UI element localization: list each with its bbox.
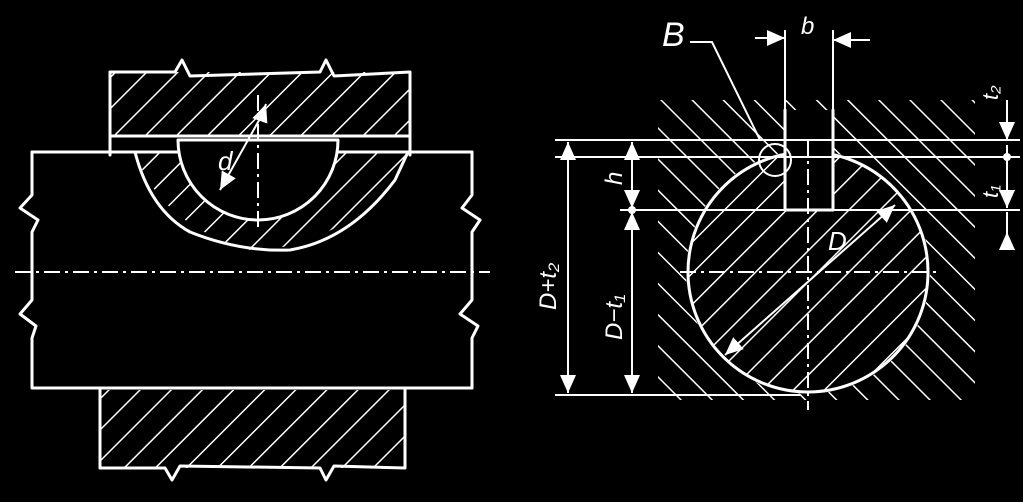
label-D-plus-t2: D+t₂ bbox=[535, 263, 562, 310]
dimension-t1: t₁ bbox=[978, 160, 1015, 250]
label-D-minus-t1: D−t₁ bbox=[601, 294, 628, 340]
woodruff-key bbox=[176, 138, 340, 222]
label-D: D bbox=[828, 226, 847, 256]
label-t1: t₁ bbox=[978, 185, 1003, 198]
dimension-D: D bbox=[724, 204, 896, 356]
dimension-b: b bbox=[755, 13, 870, 110]
right-cross-section: D b B D+t₂ D−t₁ bbox=[535, 13, 1020, 410]
label-B: B bbox=[662, 16, 685, 54]
label-h: h bbox=[601, 172, 628, 185]
dimension-D-plus-t2: D+t₂ bbox=[535, 142, 576, 393]
dimension-h: h bbox=[601, 142, 640, 208]
dimension-D-minus-t1: D−t₁ bbox=[601, 212, 640, 393]
upper-hub bbox=[108, 58, 412, 157]
left-longitudinal-section: d bbox=[15, 58, 490, 482]
dimension-t2: t₂ bbox=[978, 85, 1015, 161]
label-d: d bbox=[218, 146, 234, 176]
dimension-d: d bbox=[218, 103, 268, 191]
detail-B-callout: B bbox=[662, 16, 761, 141]
label-t2: t₂ bbox=[978, 85, 1003, 100]
label-b: b bbox=[801, 13, 814, 40]
lower-hub bbox=[98, 386, 407, 482]
